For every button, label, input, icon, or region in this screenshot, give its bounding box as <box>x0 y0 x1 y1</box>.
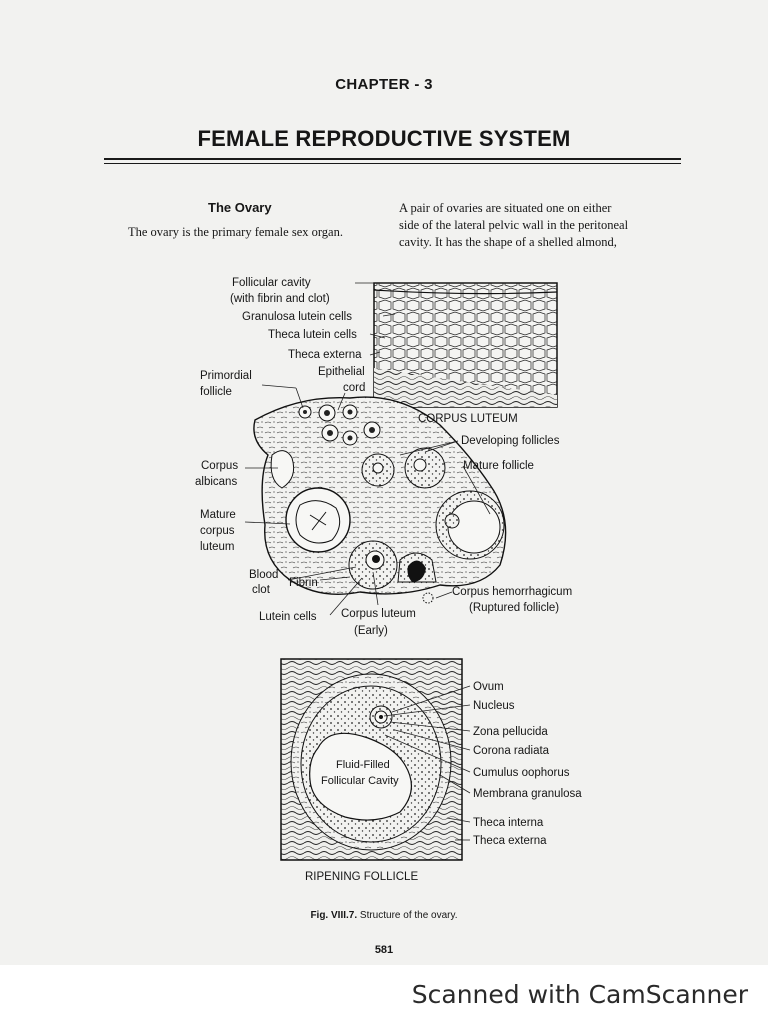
label-epithelial-2: cord <box>343 382 365 394</box>
title-rule-thick <box>104 158 681 160</box>
label-ripening-title: RIPENING FOLLICLE <box>305 871 418 883</box>
label-primordial: Primordial <box>200 370 252 382</box>
label-corpus-albicans-2: albicans <box>195 476 237 488</box>
label-fluid: Fluid-Filled <box>336 759 390 771</box>
label-cl-early: Corpus luteum <box>341 608 416 620</box>
label-theca-externa-b: Theca externa <box>473 835 547 847</box>
label-theca-interna: Theca interna <box>473 817 544 829</box>
ovary-diagram: Follicular cavity (with fibrin and clot)… <box>195 277 582 883</box>
intro-text: The ovary is the primary female sex orga… <box>128 225 343 239</box>
label-fibrin-clot: (with fibrin and clot) <box>230 293 330 305</box>
label-cumulus: Cumulus oophorus <box>473 767 570 779</box>
label-primordial-2: follicle <box>200 386 232 398</box>
leader-lines-bottom <box>383 685 471 841</box>
label-membrana: Membrana granulosa <box>473 788 582 800</box>
label-corpus-albicans: Corpus <box>201 460 238 472</box>
body-line: cavity. It has the shape of a shelled al… <box>399 235 617 249</box>
leader-lines-top <box>244 282 510 616</box>
labels-bottom: Ovum Nucleus Zona pellucida Corona radia… <box>305 681 582 883</box>
labels-top: Follicular cavity (with fibrin and clot)… <box>195 277 572 637</box>
body-line: A pair of ovaries are situated one on ei… <box>399 201 612 215</box>
label-mature-cl-3: luteum <box>200 541 235 553</box>
figure-caption: Fig. VIII.7. Structure of the ovary. <box>0 910 768 921</box>
label-ovum: Ovum <box>473 681 504 693</box>
label-corpus-luteum-title: CORPUS LUTEUM <box>418 413 518 425</box>
label-hemorrhagicum: Corpus hemorrhagicum <box>452 586 572 598</box>
caption-text: Structure of the ovary. <box>359 910 458 921</box>
section-heading: The Ovary <box>208 200 272 215</box>
label-mature-cl: Mature <box>200 509 236 521</box>
label-epithelial: Epithelial <box>318 366 365 378</box>
label-mature-follicle: Mature follicle <box>463 460 534 472</box>
label-fluid-2: Follicular Cavity <box>321 775 399 787</box>
label-corona: Corona radiata <box>473 745 550 757</box>
chapter-heading: CHAPTER - 3 <box>335 76 433 93</box>
label-follicular-cavity: Follicular cavity <box>232 277 311 289</box>
caption-label: Fig. VIII.7. <box>310 910 358 921</box>
label-fibrin: Fibrin <box>289 577 318 589</box>
label-theca-externa: Theca externa <box>288 349 362 361</box>
label-blood-clot: Blood <box>249 569 278 581</box>
label-blood-clot-2: clot <box>252 584 271 596</box>
label-theca-lutein: Theca lutein cells <box>268 329 357 341</box>
title-rule-thin <box>104 163 681 164</box>
page-title: FEMALE REPRODUCTIVE SYSTEM <box>197 126 571 151</box>
ovary-section <box>253 396 507 604</box>
body-text: A pair of ovaries are situated one on ei… <box>399 200 675 251</box>
label-granulosa: Granulosa lutein cells <box>242 311 352 323</box>
label-lutein-cells: Lutein cells <box>259 611 317 623</box>
label-developing: Developing follicles <box>461 435 560 447</box>
label-nucleus: Nucleus <box>473 700 515 712</box>
label-ruptured: (Ruptured follicle) <box>469 602 559 614</box>
label-zona: Zona pellucida <box>473 726 548 738</box>
scanner-watermark: Scanned with CamScanner <box>411 980 748 1009</box>
body-line: side of the lateral pelvic wall in the p… <box>399 218 629 232</box>
ripening-follicle-figure <box>280 658 463 861</box>
label-cl-early-2: (Early) <box>354 625 388 637</box>
label-mature-cl-2: corpus <box>200 525 235 537</box>
page-number: 581 <box>374 944 394 956</box>
corpus-luteum-inset <box>373 282 558 408</box>
